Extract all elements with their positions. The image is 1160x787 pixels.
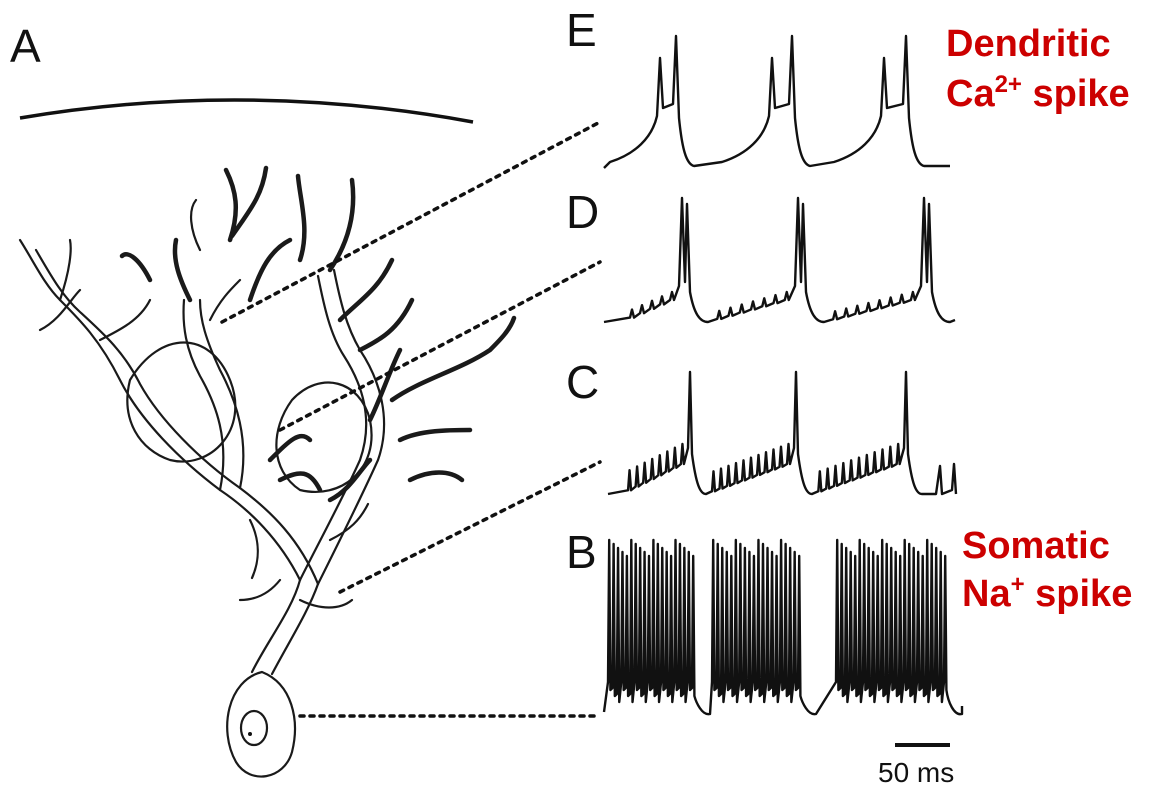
thin-branchlets xyxy=(40,200,368,608)
dendrite-loop-1 xyxy=(127,343,235,462)
trace-c xyxy=(608,372,956,494)
trace-e xyxy=(604,36,950,168)
scale-bar-label: 50 ms xyxy=(878,757,954,787)
somatic-label-line1: Somatic xyxy=(962,525,1110,567)
nucleus xyxy=(241,711,267,745)
dendritic-label-line1: Dendritic xyxy=(946,23,1111,65)
dendrite-branch-left xyxy=(20,240,318,584)
panel-label-e: E xyxy=(566,4,597,56)
pial-surface-arc xyxy=(20,100,473,122)
panel-label-b: B xyxy=(566,526,597,578)
panel-label-c: C xyxy=(566,356,599,408)
connector-d xyxy=(280,262,600,430)
trace-b xyxy=(604,540,962,714)
panel-label-d: D xyxy=(566,186,599,238)
somatic-na-spike-label: Somatic Na+ spike xyxy=(962,525,1132,615)
purkinje-cell-drawing xyxy=(20,168,514,777)
connector-e xyxy=(222,122,600,322)
connector-c xyxy=(340,462,600,592)
voltage-traces xyxy=(604,36,962,714)
trace-d xyxy=(604,198,955,322)
spiny-branchlets xyxy=(122,168,514,500)
soma xyxy=(227,672,295,777)
nucleolus xyxy=(248,732,252,736)
panel-label-a: A xyxy=(10,20,41,72)
dendritic-ca-spike-label: Dendritic Ca2+ spike xyxy=(946,23,1130,115)
somatic-label-line2: Na+ spike xyxy=(962,571,1132,615)
dendritic-label-line2: Ca2+ spike xyxy=(946,71,1130,115)
